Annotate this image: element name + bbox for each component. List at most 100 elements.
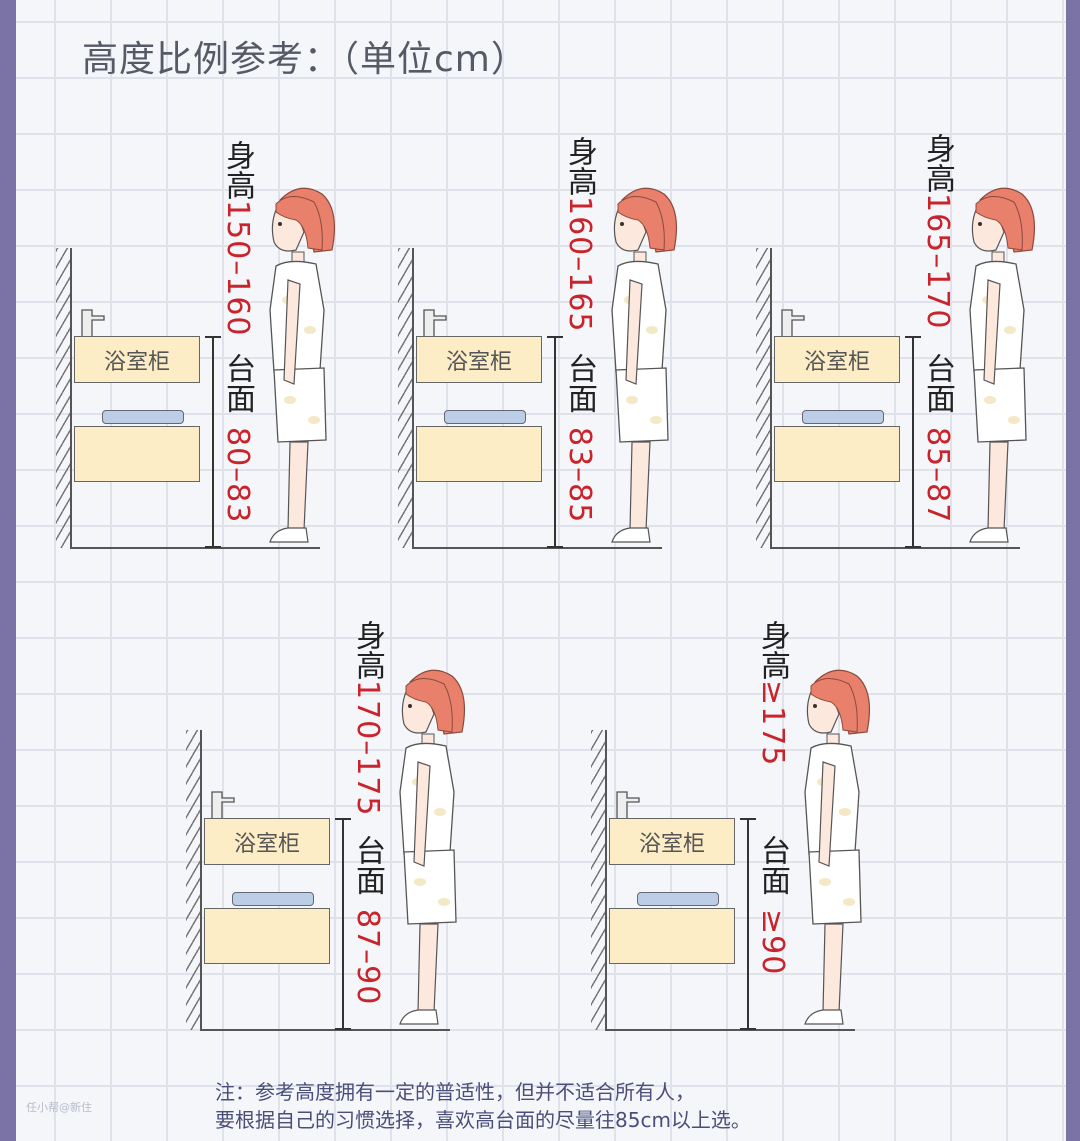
person-illustration <box>940 180 1040 554</box>
cabinet-drawer <box>774 426 900 482</box>
counter-label: 台面 <box>350 835 385 895</box>
cabinet-top: 浴室柜 <box>774 336 900 383</box>
counter-dimension-line <box>212 336 214 548</box>
towel <box>232 892 314 906</box>
floor <box>70 547 320 549</box>
cabinet-top: 浴室柜 <box>609 818 735 865</box>
height-label: 身高 <box>220 140 255 200</box>
counter-range: 87–90 <box>350 909 385 1006</box>
counter-label-group: 台面 80–83 <box>220 353 255 524</box>
counter-range: ≥90 <box>755 909 790 976</box>
person-illustration <box>240 180 340 554</box>
counter-label: 台面 <box>920 353 955 413</box>
wall <box>70 248 72 548</box>
counter-label-group: 台面 85–87 <box>920 353 955 524</box>
cabinet-label: 浴室柜 <box>445 349 512 375</box>
cabinet-top: 浴室柜 <box>416 336 542 383</box>
counter-range: 80–83 <box>220 427 255 524</box>
dimension-tick-top <box>205 336 221 338</box>
counter-label-group: 台面 83–85 <box>562 353 597 524</box>
height-range: 150–160 <box>220 200 255 337</box>
sizing-panel: 浴室柜 身高170–175 台面 87–90 <box>186 600 500 1031</box>
faucet-icon <box>81 309 105 336</box>
dimension-tick-top <box>740 818 756 820</box>
counter-dimension-line <box>554 336 556 548</box>
wall <box>770 248 772 548</box>
counter-label: 台面 <box>562 353 597 413</box>
faucet-icon <box>781 309 805 336</box>
wall-hatching <box>56 248 70 548</box>
dimension-tick-bottom <box>905 546 921 548</box>
counter-label: 台面 <box>220 353 255 413</box>
cabinet-label: 浴室柜 <box>803 349 870 375</box>
towel <box>637 892 719 906</box>
wall-hatching <box>591 730 605 1030</box>
footnote: 注：参考高度拥有一定的普适性，但并不适合所有人， 要根据自己的习惯选择，喜欢高台… <box>215 1078 751 1134</box>
counter-range: 85–87 <box>920 427 955 524</box>
wall-hatching <box>756 248 770 548</box>
cabinet-top: 浴室柜 <box>74 336 200 383</box>
height-label-group: 身高150–160 <box>220 140 255 337</box>
wall <box>412 248 414 548</box>
counter-dimension-line <box>912 336 914 548</box>
left-border <box>0 0 16 1141</box>
dimension-tick-bottom <box>740 1028 756 1030</box>
cabinet-label: 浴室柜 <box>103 349 170 375</box>
towel <box>102 410 184 424</box>
height-range: 160–165 <box>562 196 597 333</box>
wall-hatching <box>398 248 412 548</box>
cabinet-drawer <box>609 908 735 964</box>
wall <box>605 730 607 1030</box>
height-range: 165–170 <box>920 193 955 330</box>
height-range: 170–175 <box>350 680 385 817</box>
faucet-icon <box>423 309 447 336</box>
towel <box>802 410 884 424</box>
cabinet-top: 浴室柜 <box>204 818 330 865</box>
counter-range: 83–85 <box>562 427 597 524</box>
sizing-panel: 浴室柜 身高≥175 台面 ≥90 <box>591 600 905 1031</box>
height-label: 身高 <box>920 133 955 193</box>
dimension-tick-top <box>905 336 921 338</box>
height-label: 身高 <box>562 136 597 196</box>
dimension-tick-bottom <box>335 1028 351 1030</box>
height-label: 身高 <box>350 620 385 680</box>
wall-hatching <box>186 730 200 1030</box>
person-illustration <box>370 662 470 1036</box>
height-range: ≥175 <box>755 680 790 767</box>
counter-dimension-line <box>747 818 749 1030</box>
faucet-icon <box>616 791 640 818</box>
counter-label-group: 台面 ≥90 <box>755 835 790 976</box>
floor <box>770 547 1020 549</box>
floor <box>412 547 662 549</box>
sizing-panel: 浴室柜 身高165–170 台面 85–87 <box>756 118 1070 549</box>
watermark: 任小帮@新住 <box>26 1101 92 1114</box>
height-label-group: 身高170–175 <box>350 620 385 817</box>
floor <box>605 1029 855 1031</box>
height-label-group: 身高165–170 <box>920 133 955 330</box>
cabinet-drawer <box>74 426 200 482</box>
towel <box>444 410 526 424</box>
dimension-tick-top <box>547 336 563 338</box>
floor <box>200 1029 450 1031</box>
faucet-icon <box>211 791 235 818</box>
counter-dimension-line <box>342 818 344 1030</box>
dimension-tick-bottom <box>205 546 221 548</box>
height-label-group: 身高160–165 <box>562 136 597 333</box>
height-label: 身高 <box>755 620 790 680</box>
sizing-panel: 浴室柜 身高150–160 台面 80–83 <box>56 118 370 549</box>
cabinet-drawer <box>204 908 330 964</box>
dimension-tick-top <box>335 818 351 820</box>
counter-label: 台面 <box>755 835 790 895</box>
person-illustration <box>582 180 682 554</box>
right-border <box>1066 0 1080 1141</box>
counter-label-group: 台面 87–90 <box>350 835 385 1006</box>
cabinet-drawer <box>416 426 542 482</box>
cabinet-label: 浴室柜 <box>638 831 705 857</box>
sizing-panel: 浴室柜 身高160–165 台面 83–85 <box>398 118 712 549</box>
page-title: 高度比例参考：（单位cm） <box>82 39 528 80</box>
dimension-tick-bottom <box>547 546 563 548</box>
person-illustration <box>775 662 875 1036</box>
height-label-group: 身高≥175 <box>755 620 790 767</box>
footnote-line-2: 要根据自己的习惯选择，喜欢高台面的尽量往85cm以上选。 <box>215 1108 751 1132</box>
cabinet-label: 浴室柜 <box>233 831 300 857</box>
